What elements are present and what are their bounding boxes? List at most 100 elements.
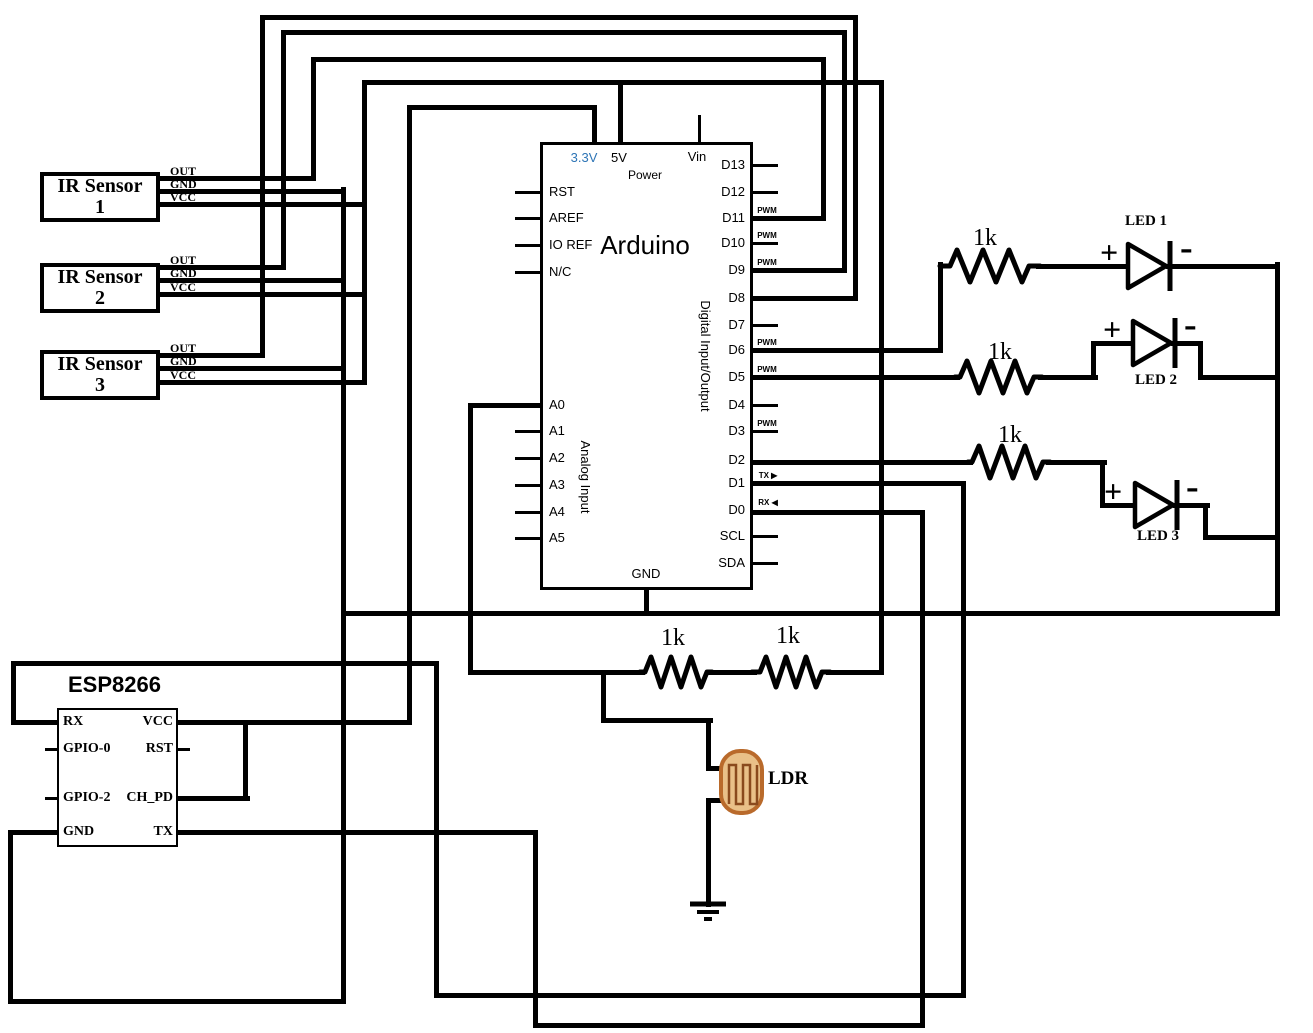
wire-segment — [706, 718, 711, 771]
wire-segment — [407, 105, 412, 725]
arduino-pin-d4: D4 — [728, 397, 745, 412]
wire-segment — [407, 105, 597, 110]
wire-segment — [751, 375, 960, 380]
led3-label: LED 3 — [1136, 528, 1180, 544]
esp8266-title: ESP8266 — [68, 672, 161, 697]
arduino-pin-a5: A5 — [549, 530, 565, 545]
wire-segment — [1046, 460, 1107, 465]
wire-segment — [708, 670, 757, 675]
arduino-pin-d0: D0 — [728, 502, 745, 517]
wire-segment — [341, 187, 346, 1004]
arduino-pin-vin: Vin — [687, 149, 707, 164]
esp-pin-rx: RX — [63, 714, 84, 729]
wire-segment — [158, 366, 346, 371]
arduino-pin-d8: D8 — [728, 290, 745, 305]
wire-segment — [1173, 503, 1210, 508]
wire-segment — [618, 80, 623, 145]
led1-cathode-minus: - — [1180, 227, 1193, 269]
ir2-pin-gnd: GND — [170, 266, 197, 280]
wire-segment — [468, 403, 473, 675]
wire-segment — [176, 796, 250, 801]
pin-stub — [515, 191, 540, 194]
pin-stub — [515, 457, 540, 460]
wire-segment — [821, 57, 826, 221]
rx-badge-d0: RX ◀ — [758, 498, 778, 507]
arduino-pin-d9: D9 — [728, 262, 745, 277]
ir2-pin-out: OUT — [170, 253, 197, 267]
pwm-badge-d3: PWM — [757, 419, 777, 428]
wire-segment — [11, 720, 60, 725]
wire-segment — [751, 348, 943, 353]
esp8266-box — [57, 708, 178, 847]
wire-segment — [1038, 375, 1098, 380]
wire-segment — [1203, 535, 1280, 540]
wire-segment — [341, 611, 1280, 616]
wire-segment — [751, 481, 966, 486]
led3-anode-plus: + — [1104, 473, 1123, 509]
resistor-led1 — [937, 247, 1043, 285]
wire-segment — [158, 176, 316, 181]
wire-segment — [468, 403, 543, 408]
esp-pin-gnd: GND — [63, 824, 95, 839]
wire-segment — [11, 661, 439, 666]
pin-stub — [753, 164, 778, 167]
arduino-pin-sda: SDA — [718, 555, 745, 570]
pin-stub — [515, 511, 540, 514]
arduino-pin-d7: D7 — [728, 317, 745, 332]
resistor-led2 — [952, 358, 1045, 396]
ldr-label: LDR — [768, 768, 809, 789]
arduino-pin-gnd: GND — [631, 566, 661, 581]
wire-segment — [434, 993, 966, 998]
arduino-pin-d12: D12 — [721, 184, 745, 199]
wire-segment — [644, 588, 649, 616]
pwm-badge-d9: PWM — [757, 258, 777, 267]
wire-segment — [281, 30, 286, 270]
wire-segment — [533, 1023, 925, 1028]
arduino-pin-d6: D6 — [728, 342, 745, 357]
ir-sensor-1-title: IR Sensor — [57, 175, 143, 197]
wire-segment — [260, 15, 265, 358]
led2-cathode-minus: - — [1184, 304, 1197, 346]
led1-label: LED 1 — [1124, 213, 1168, 229]
ir-sensor-2-title: IR Sensor — [57, 266, 143, 288]
wire-segment — [158, 353, 265, 358]
wire-segment — [260, 15, 858, 20]
esp-pin-gpio2: GPIO-2 — [63, 790, 111, 805]
ir-sensor-3-number: 3 — [95, 374, 105, 396]
ir1-pin-out: OUT — [170, 164, 197, 178]
ir3-pin-out: OUT — [170, 341, 197, 355]
arduino-pin-3v3: 3.3V — [570, 150, 598, 165]
pin-stub — [45, 797, 57, 800]
arduino-pin-a3: A3 — [549, 477, 565, 492]
pin-stub — [753, 242, 778, 245]
pin-stub — [515, 244, 540, 247]
arduino-pin-rst: RST — [549, 184, 575, 199]
led1-diode-icon — [1125, 241, 1173, 291]
ir-sensor-2-number: 2 — [95, 287, 105, 309]
pin-stub — [515, 271, 540, 274]
ir-sensor-1-number: 1 — [95, 196, 105, 218]
wire-segment — [751, 216, 826, 221]
arduino-pin-a2: A2 — [549, 450, 565, 465]
wire-segment — [706, 766, 727, 771]
ldr-photoresistor-icon — [719, 749, 764, 815]
arduino-analog-group-label: Analog Input — [578, 440, 593, 514]
wire-segment — [8, 830, 13, 1004]
wire-segment — [920, 510, 925, 1028]
ir-sensor-1-box: IR Sensor 1 — [40, 172, 160, 222]
pin-stub — [753, 562, 778, 565]
led2-label: LED 2 — [1134, 372, 1178, 388]
arduino-pin-ioref: IO REF — [549, 237, 593, 252]
esp-pin-chpd: CH_PD — [126, 790, 173, 805]
wire-segment — [751, 296, 858, 301]
wire-segment — [1100, 503, 1140, 508]
wire-segment — [751, 268, 847, 273]
arduino-pin-d2: D2 — [728, 452, 745, 467]
wire-segment — [1198, 375, 1280, 380]
wire-segment — [751, 510, 925, 515]
wire-segment — [1198, 341, 1203, 380]
pwm-badge-d11: PWM — [757, 206, 777, 215]
wire-segment — [468, 670, 645, 675]
wire-segment — [362, 80, 884, 85]
resistor-ldr-1 — [637, 654, 715, 690]
